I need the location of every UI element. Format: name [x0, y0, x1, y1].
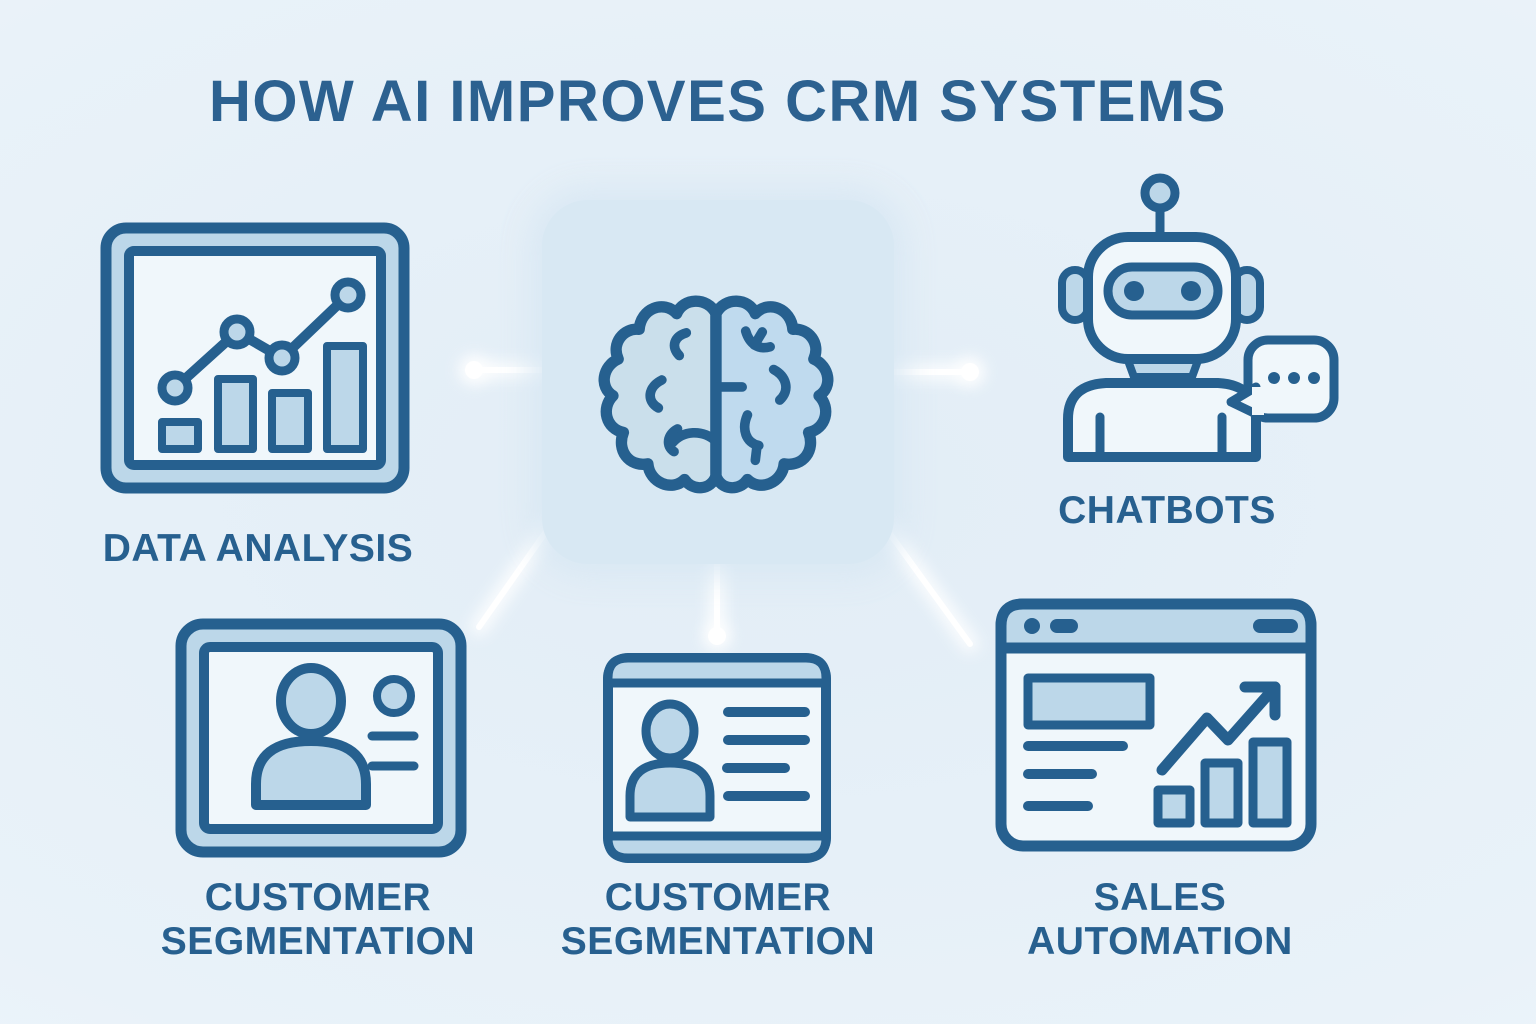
node-label-data-analysis: DATA ANALYSIS	[102, 527, 414, 570]
customer-profile-icon	[175, 618, 467, 858]
node-label-customer-segmentation-center: CUSTOMER SEGMENTATION	[560, 876, 876, 963]
robot-chat-icon	[1058, 173, 1339, 462]
bar-line-chart-icon	[100, 222, 410, 494]
node-label-chatbots: CHATBOTS	[1058, 489, 1276, 532]
id-card-icon	[603, 653, 831, 863]
page-title: HOW AI IMPROVES CRM SYSTEMS	[209, 69, 1227, 134]
node-label-sales-automation: SALES AUTOMATION	[1027, 876, 1293, 963]
node-label-customer-segmentation-left: CUSTOMER SEGMENTATION	[160, 876, 476, 963]
brain-icon	[598, 295, 834, 494]
sales-dashboard-icon	[995, 598, 1317, 852]
